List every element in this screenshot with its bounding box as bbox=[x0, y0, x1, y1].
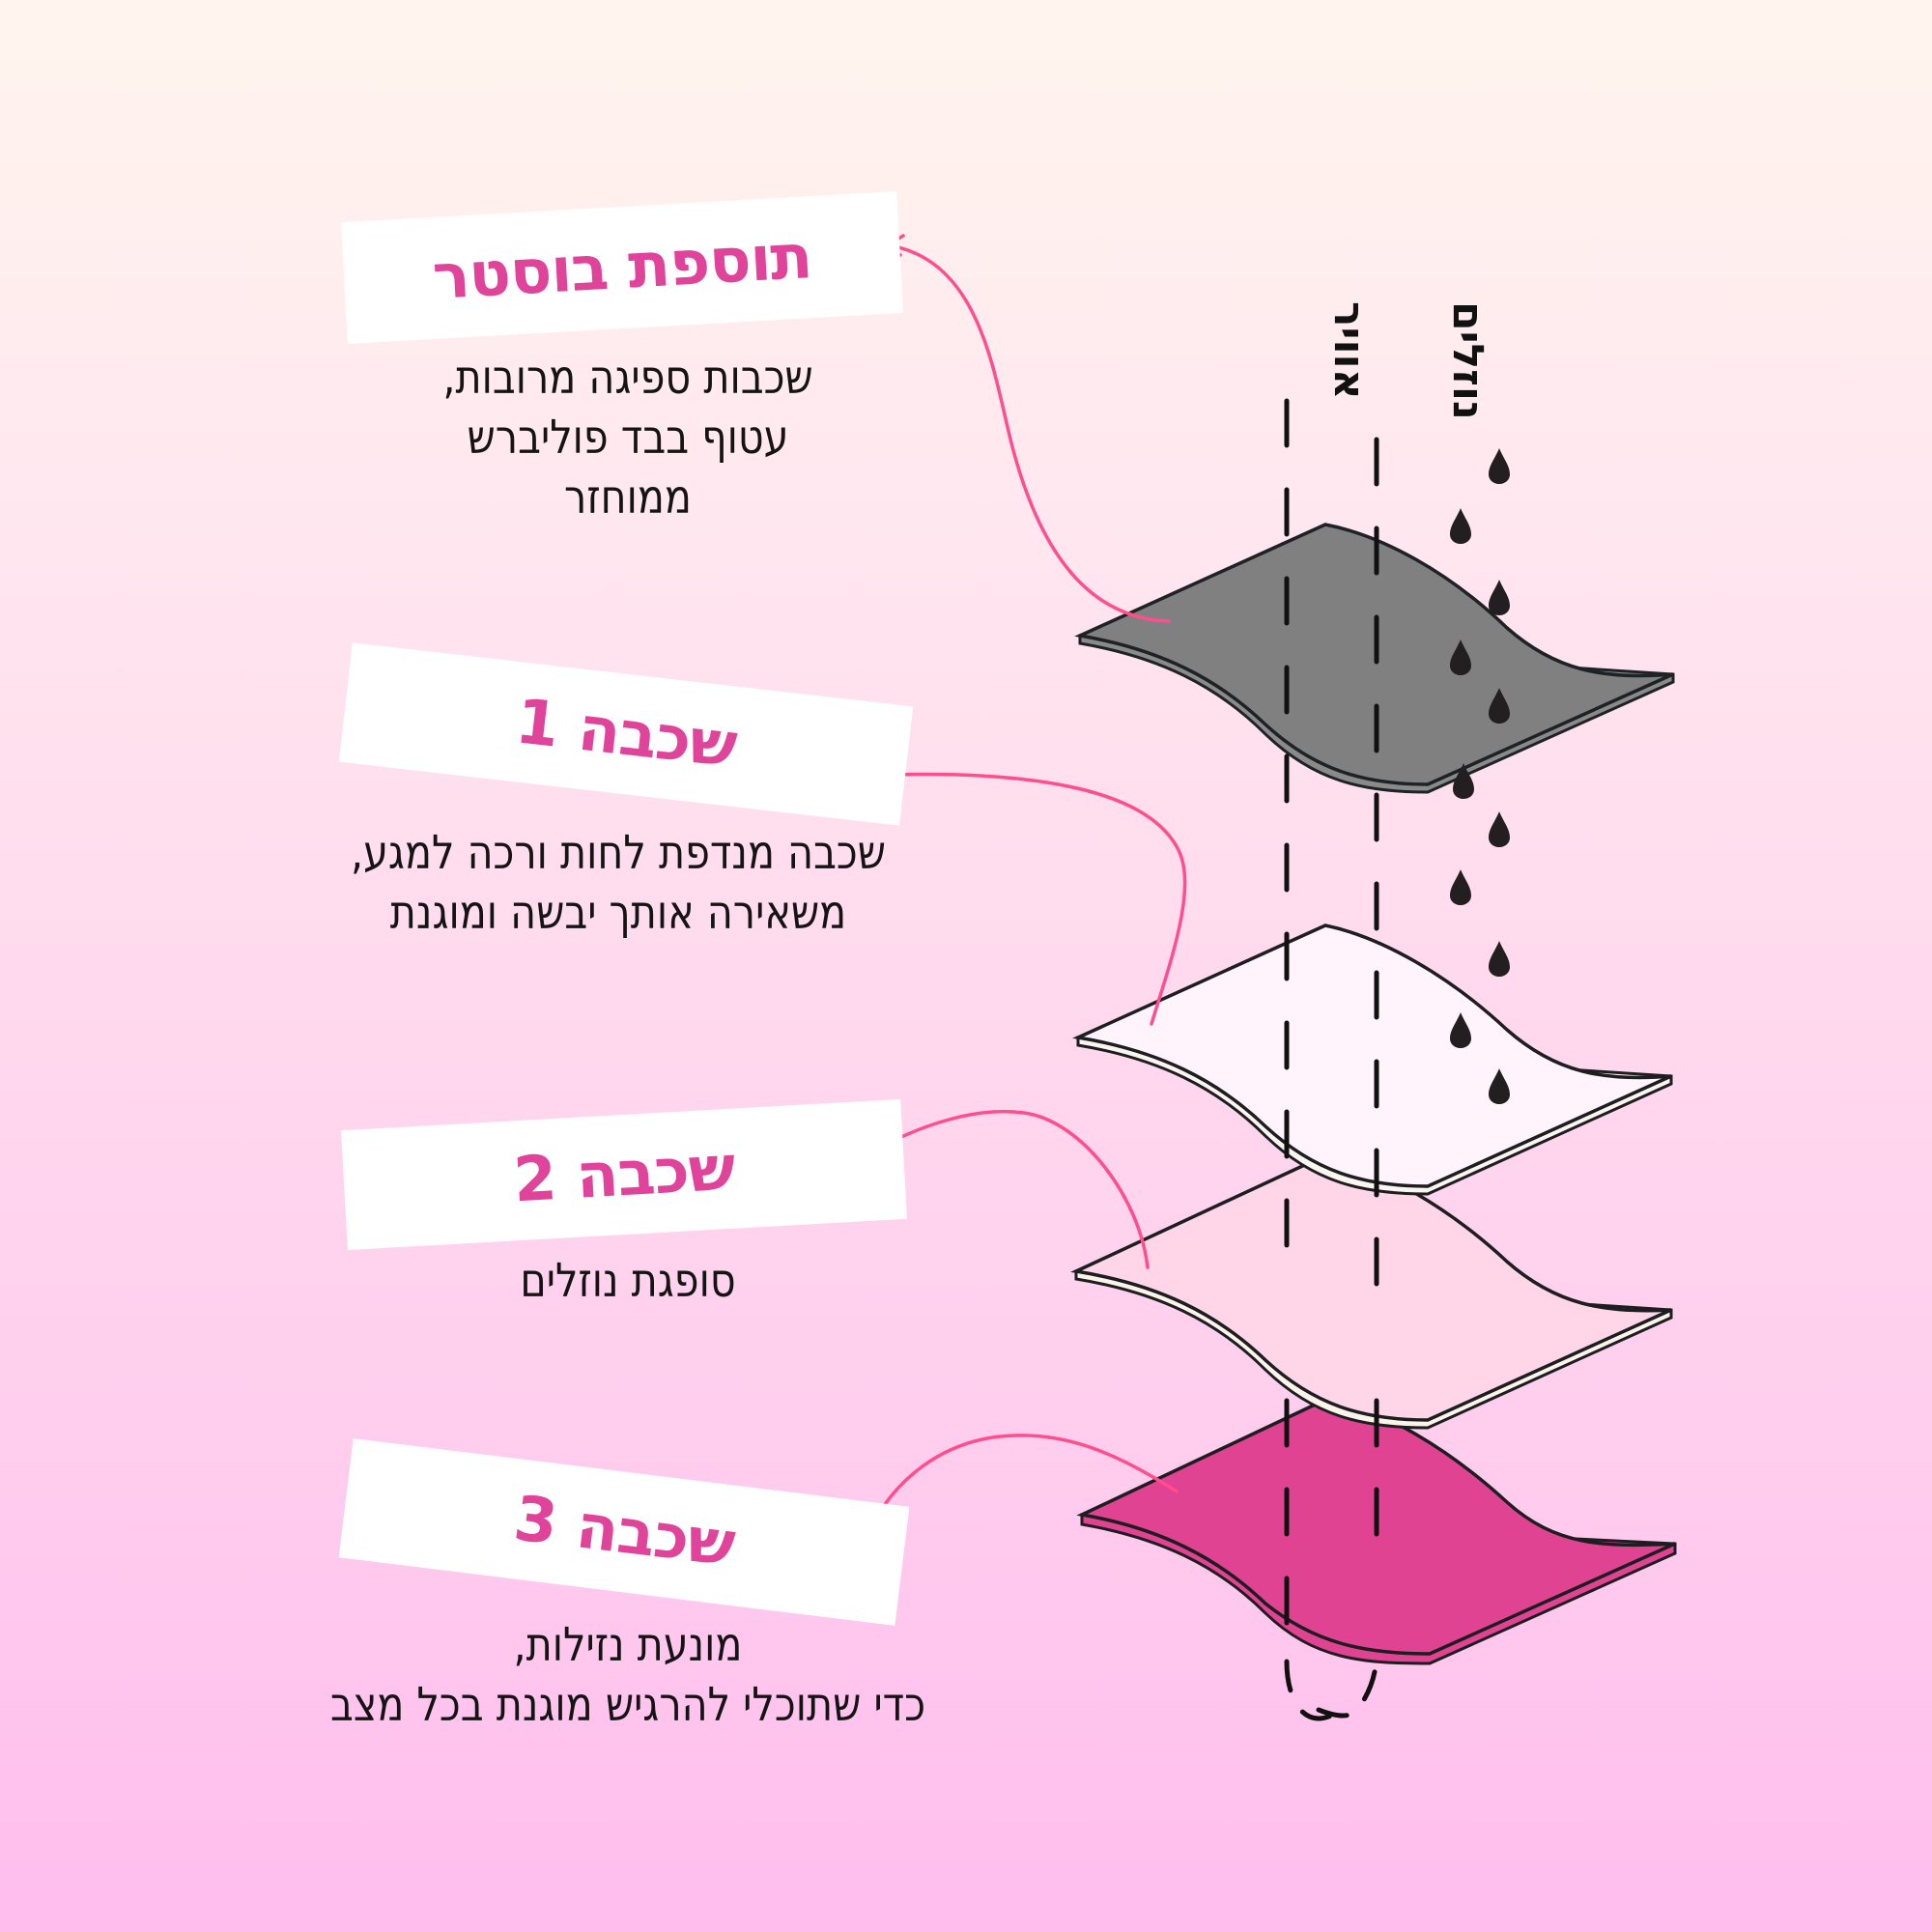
layer-1-description: שכבה מנדפת לחות ורכה למגע, משאירה אותך י… bbox=[350, 826, 887, 940]
arrow-layer-1 bbox=[860, 772, 1187, 1026]
booster-title: תוספת בוסטר bbox=[430, 221, 814, 314]
layer-3-title: שכבה 3 bbox=[510, 1483, 738, 1581]
arrow-layer-2 bbox=[864, 1109, 1150, 1269]
layer-1-sheet bbox=[1072, 923, 1673, 1196]
air-flow-label: אוויר bbox=[1324, 301, 1374, 400]
liquids-flow-label: נוזלים bbox=[1443, 301, 1492, 420]
air-dashed-lines bbox=[1284, 398, 1379, 1721]
booster-description: שכבות ספיגה מרובות, עטוף בבד פוליברש ממו… bbox=[442, 351, 813, 525]
layer-1-title: שכבה 1 bbox=[512, 686, 740, 782]
layer-2-description: סופגת נוזלים bbox=[520, 1254, 736, 1308]
arrow-layer-3 bbox=[860, 1434, 1179, 1549]
layer-2-sheet bbox=[1070, 1153, 1673, 1430]
layer-3-description: מונעת נזילות, כדי שתוכלי להרגיש מוגנת בכ… bbox=[329, 1618, 926, 1732]
layer-2-title: שכבה 2 bbox=[511, 1132, 737, 1217]
arrow-booster bbox=[887, 243, 1171, 623]
